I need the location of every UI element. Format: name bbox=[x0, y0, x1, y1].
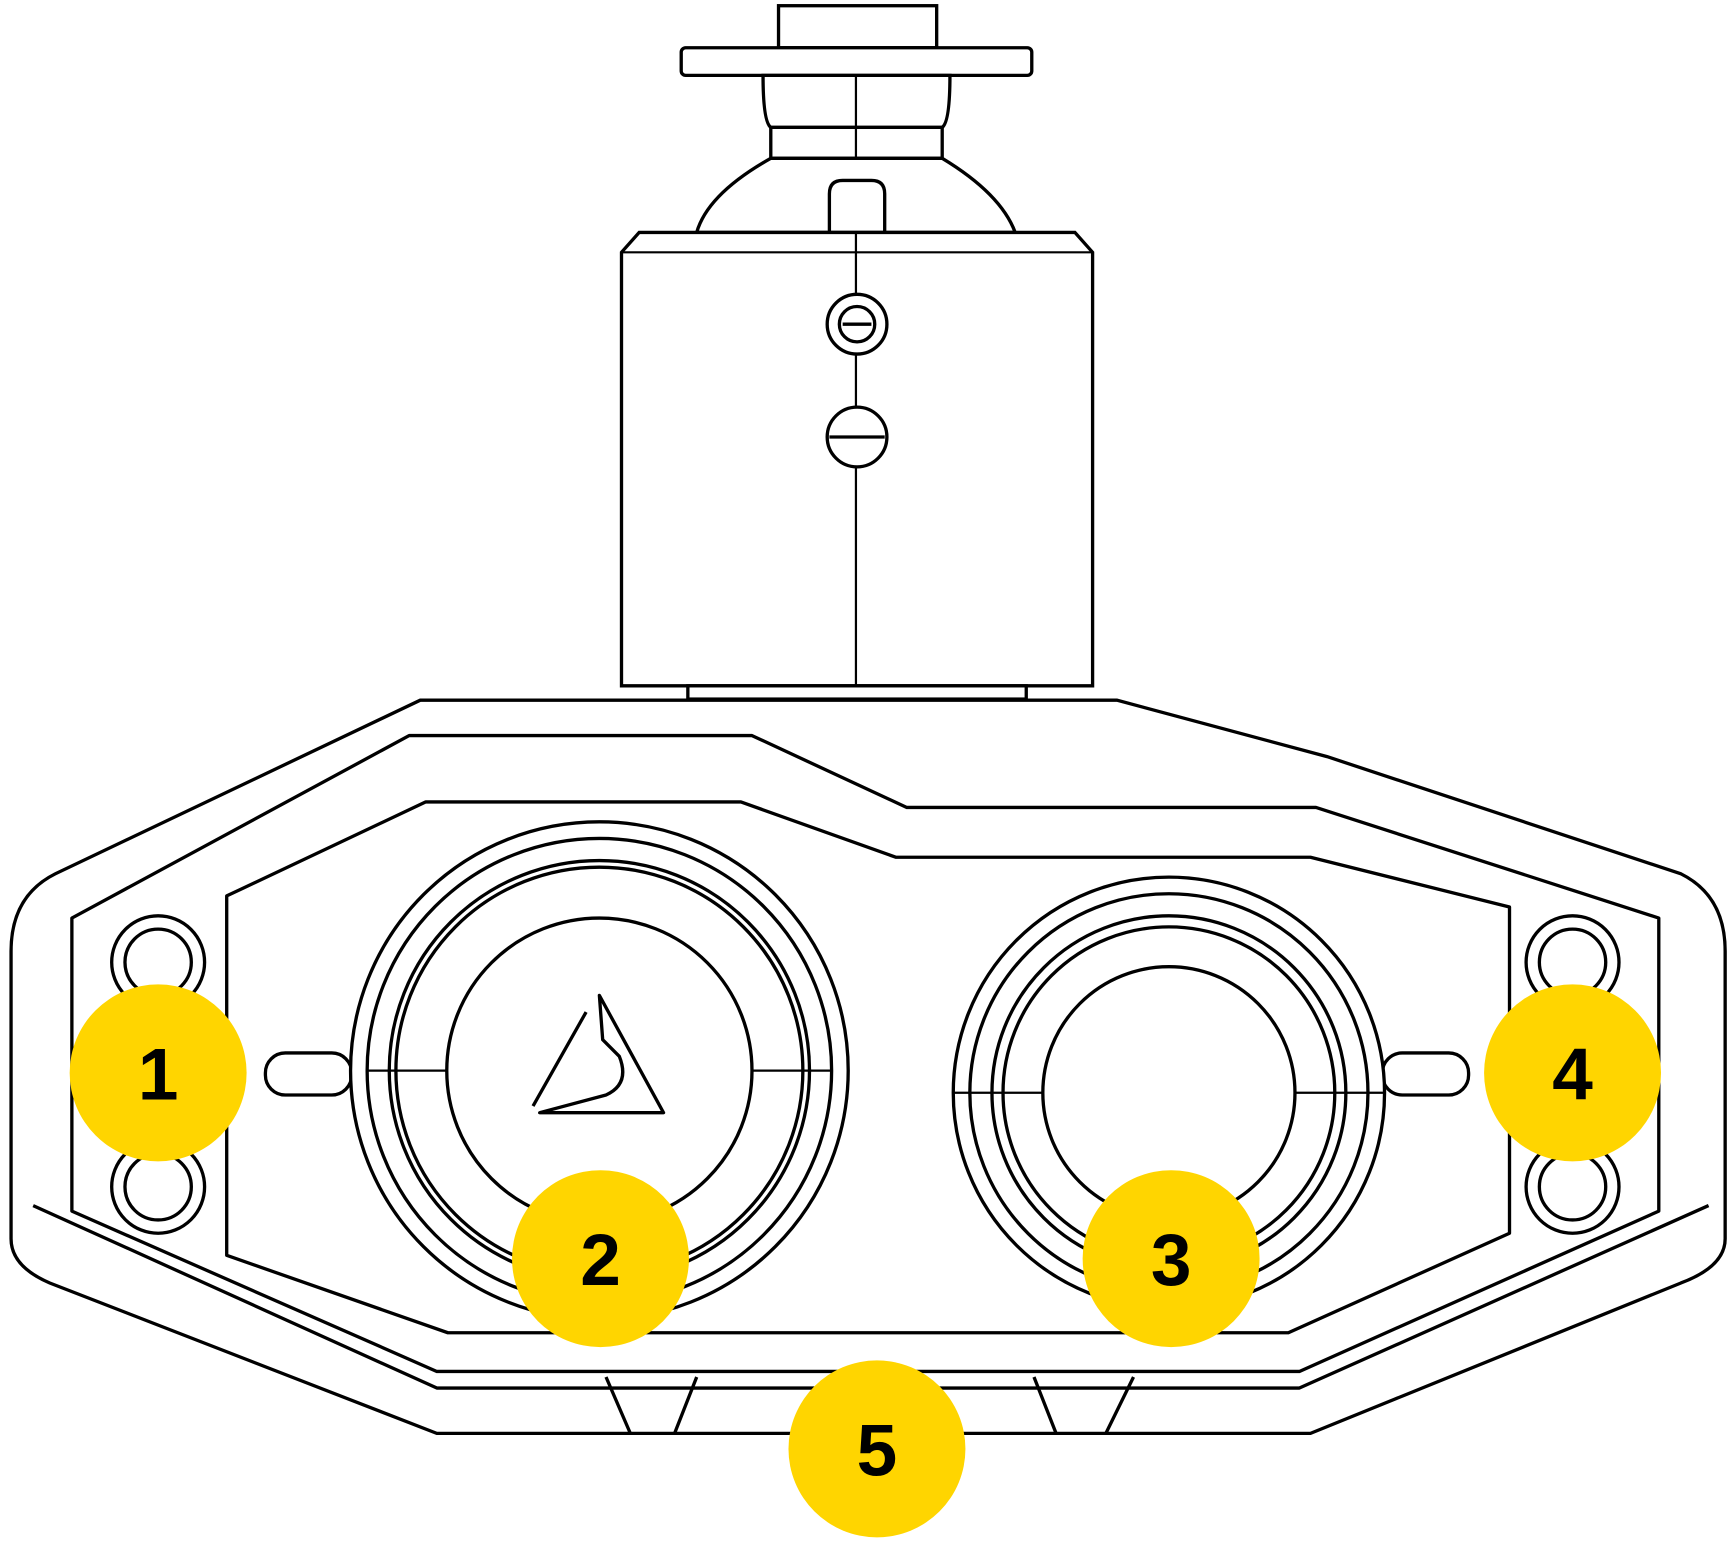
callout-label: 3 bbox=[1151, 1220, 1192, 1301]
callout-label: 5 bbox=[857, 1410, 898, 1491]
mount-top bbox=[679, 4, 1034, 235]
camera-housing bbox=[9, 698, 1727, 1436]
callout-label: 1 bbox=[138, 1034, 179, 1115]
callout-4: 4 bbox=[1484, 984, 1662, 1162]
callout-label: 4 bbox=[1552, 1034, 1593, 1115]
gimbal-body bbox=[619, 230, 1095, 701]
callout-2: 2 bbox=[512, 1170, 689, 1348]
callout-label: 2 bbox=[580, 1220, 621, 1301]
callout-5: 5 bbox=[788, 1360, 966, 1538]
callout-3: 3 bbox=[1082, 1170, 1260, 1348]
brand-logo-icon bbox=[531, 993, 666, 1115]
callout-1: 1 bbox=[69, 984, 247, 1162]
